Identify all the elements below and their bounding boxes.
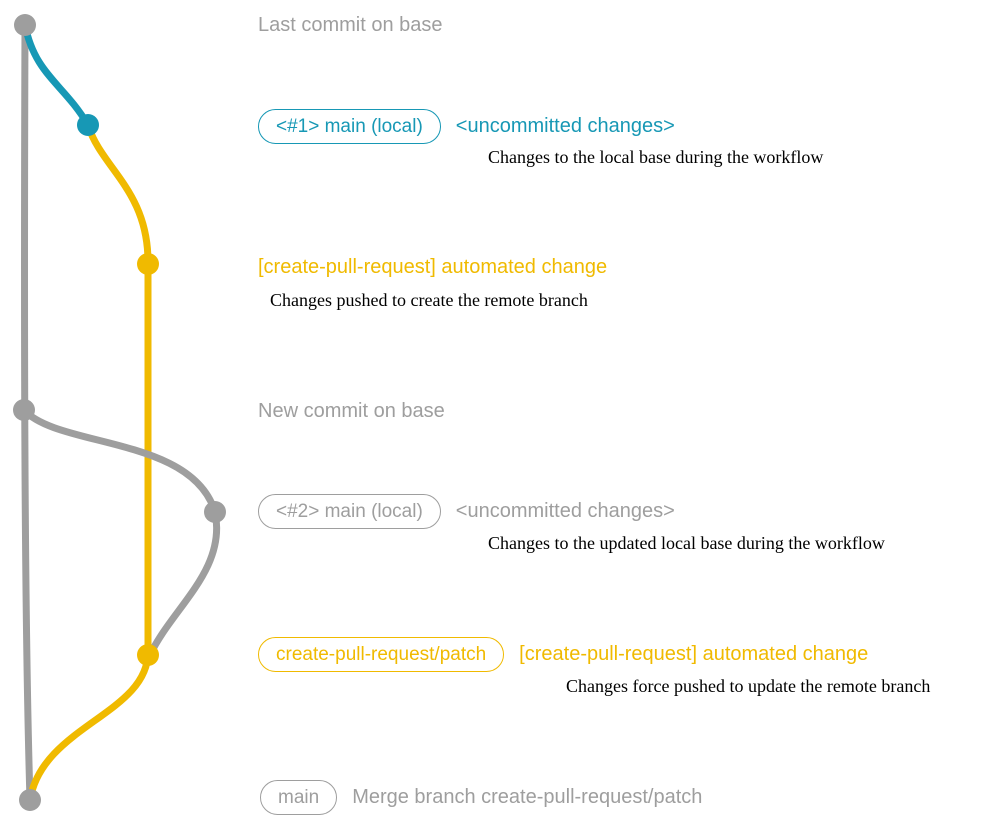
commit-message-automated-change-2: [create-pull-request] automated change — [519, 643, 869, 665]
base-branch-line — [21, 21, 34, 804]
commit-node-base-top — [14, 14, 36, 36]
label-last-commit-on-base: Last commit on base — [258, 14, 443, 36]
local-changes-line-1 — [21, 21, 92, 129]
commit-node-patch-2 — [137, 644, 159, 666]
row-local-1: <#1> main (local) <uncommitted changes> — [258, 109, 675, 144]
desc-force-pushed-update-remote: Changes force pushed to update the remot… — [566, 676, 931, 696]
commit-node-base-merge — [19, 789, 41, 811]
desc-local-changes-2: Changes to the updated local base during… — [488, 533, 885, 553]
branch-badge-main: main — [260, 780, 338, 815]
commit-message-automated-change-1: [create-pull-request] automated change — [258, 256, 608, 278]
label-new-commit-on-base: New commit on base — [258, 400, 445, 422]
local-changes-line-2 — [20, 406, 221, 659]
commit-message-merge: Merge branch create-pull-request/patch — [352, 786, 703, 808]
patch-branch-line — [26, 121, 152, 804]
row-local-2: <#2> main (local) <uncommitted changes> — [258, 494, 675, 529]
branch-badge-create-pull-request-patch: create-pull-request/patch — [258, 637, 505, 672]
commit-node-base-new — [13, 399, 35, 421]
uncommitted-changes-tag-2: <uncommitted changes> — [455, 500, 675, 522]
uncommitted-changes-tag-1: <uncommitted changes> — [455, 115, 675, 137]
row-patch-branch: create-pull-request/patch [create-pull-r… — [258, 637, 868, 672]
commit-node-local-1 — [77, 114, 99, 136]
desc-local-changes-1: Changes to the local base during the wor… — [488, 147, 824, 167]
desc-pushed-create-remote: Changes pushed to create the remote bran… — [270, 290, 588, 310]
branch-badge-main-local-1: <#1> main (local) — [258, 109, 441, 144]
commit-node-local-2 — [204, 501, 226, 523]
commit-node-patch-1 — [137, 253, 159, 275]
row-merge: main Merge branch create-pull-request/pa… — [260, 780, 702, 815]
branch-badge-main-local-2: <#2> main (local) — [258, 494, 441, 529]
